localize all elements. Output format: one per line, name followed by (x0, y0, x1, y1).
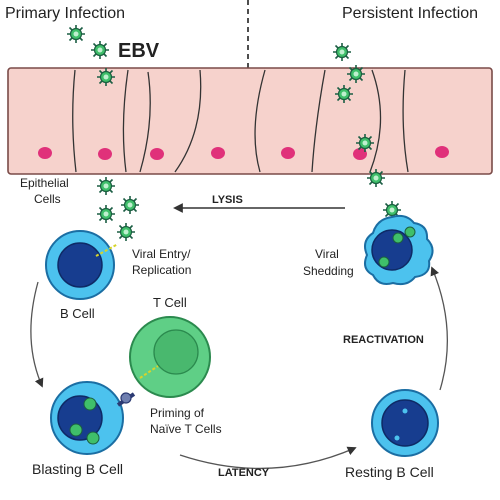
header-persistent-infection: Persistent Infection (342, 5, 478, 22)
b-cell (45, 230, 119, 300)
ebv-virion-icon (366, 168, 386, 188)
blasting-b-cell-label: Blasting B Cell (32, 461, 123, 477)
resting-b-cell-label: Resting B Cell (345, 464, 434, 480)
ebv-virion-icon (346, 64, 366, 84)
cell-boundary (311, 69, 326, 173)
ebv-label: EBV (118, 40, 160, 62)
t-cell (129, 316, 211, 398)
ebv-virion-icon (96, 176, 116, 196)
viral-entry-label-line1: Viral Entry/ (132, 247, 191, 261)
activation-arrow (30, 281, 44, 388)
viral-shedding-label-line2: Shedding (303, 264, 354, 278)
ebv-virion-icon (96, 204, 116, 224)
priming-label-line1: Priming of (150, 406, 205, 420)
ebv-virion-icon (116, 222, 136, 242)
resting-b-cell (371, 389, 439, 457)
ebv-virion-icon (90, 40, 110, 60)
cell-boundary (174, 69, 202, 173)
epithelial-nucleus (281, 147, 295, 159)
epithelial-nucleus (98, 148, 112, 160)
viral-entry-label-line2: Replication (132, 263, 191, 277)
reactivation-arrow (430, 266, 449, 391)
cell-boundary (72, 69, 77, 173)
ebv-virion-icon (334, 84, 354, 104)
ebv-virion-icon (96, 67, 116, 87)
cell-boundary (254, 69, 266, 173)
reactivation-label: REACTIVATION (343, 334, 424, 346)
epithelial-nucleus (435, 146, 449, 158)
cell-boundary (369, 69, 382, 173)
priming-label-line2: Naïve T Cells (150, 422, 222, 436)
t-cell-label: T Cell (153, 295, 187, 310)
ebv-virion-icon (355, 133, 375, 153)
epithelial-nucleus (150, 148, 164, 160)
epithelial-sheet (7, 67, 493, 175)
ebv-virion-icon (332, 42, 352, 62)
latency-label: LATENCY (218, 467, 270, 479)
epithelial-nucleus (211, 147, 225, 159)
header-primary-infection: Primary Infection (5, 5, 125, 22)
cell-boundary (139, 71, 151, 173)
viral-shedding-label-line1: Viral (315, 247, 339, 261)
epithelial-nucleus (353, 148, 367, 160)
shedding-b-cell (364, 214, 434, 286)
epithelial-nucleus (38, 147, 52, 159)
blasting-b-cell (50, 381, 136, 455)
b-cell-label: B Cell (60, 306, 95, 321)
lysis-label: LYSIS (212, 194, 243, 206)
ebv-virion-icon (120, 195, 140, 215)
cell-boundary (402, 69, 409, 173)
epithelium-layer (7, 67, 493, 175)
epithelial-cells-label-line1: Epithelial (20, 176, 69, 190)
cell-boundary (122, 69, 129, 173)
ebv-virion-icon (66, 24, 86, 44)
latency-arrow (179, 446, 357, 470)
epithelial-cells-label-line2: Cells (34, 192, 61, 206)
